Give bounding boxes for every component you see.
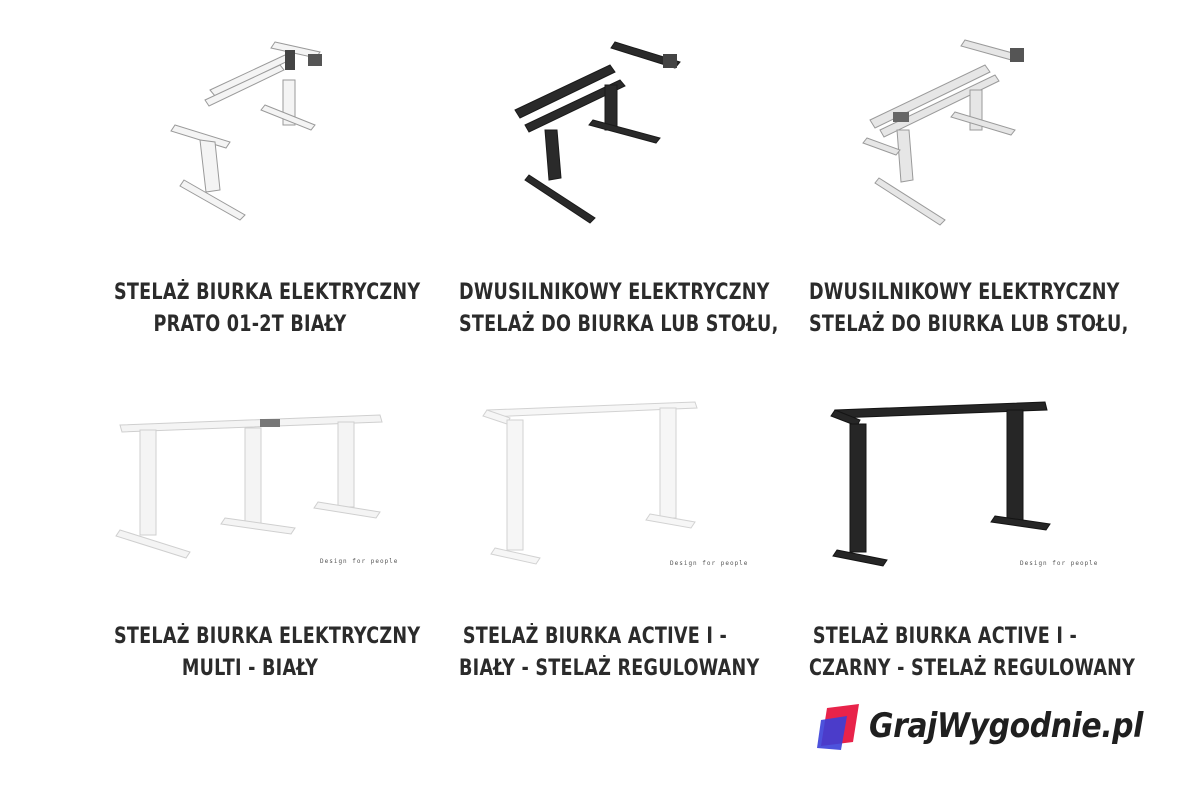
product-title-line2[interactable]: STELAŻ DO BIURKA LUB STOŁU, <box>459 312 779 337</box>
brand-logo[interactable]: GrajWygodnie.pl <box>816 702 1180 750</box>
product-title-line2[interactable]: STELAŻ DO BIURKA LUB STOŁU, <box>809 312 1129 337</box>
product-title-line1[interactable]: STELAŻ BIURKA ACTIVE I - <box>462 624 728 649</box>
product-image[interactable] <box>425 30 765 270</box>
product-title-line1[interactable]: DWUSILNIKOWY ELEKTRYCZNY <box>809 280 1120 305</box>
brand-name: GrajWygodnie.pl <box>868 706 1143 746</box>
product-image[interactable] <box>80 30 420 270</box>
product-title-line1[interactable]: DWUSILNIKOWY ELEKTRYCZNY <box>459 280 770 305</box>
product-title-line1[interactable]: STELAŻ BIURKA ELEKTRYCZNY <box>114 280 421 305</box>
product-image[interactable] <box>775 30 1115 270</box>
product-title-line2[interactable]: BIAŁY - STELAŻ REGULOWANY <box>459 656 760 681</box>
watermark-text: Design for people <box>670 560 749 567</box>
product-title-line2[interactable]: MULTI - BIAŁY <box>181 656 319 681</box>
product-image[interactable]: Design for people <box>425 390 765 630</box>
product-title-line2[interactable]: PRATO 01-2T BIAŁY <box>153 312 347 337</box>
product-title-line1[interactable]: STELAŻ BIURKA ELEKTRYCZNY <box>114 624 421 649</box>
product-image[interactable]: Design for people <box>775 390 1115 630</box>
watermark-text: Design for people <box>1020 560 1099 567</box>
product-image[interactable]: Design for people <box>80 390 420 630</box>
product-title-line2[interactable]: CZARNY - STELAŻ REGULOWANY <box>809 656 1136 681</box>
brand-logo-icon <box>816 704 859 750</box>
product-title-line1[interactable]: STELAŻ BIURKA ACTIVE I - <box>812 624 1078 649</box>
watermark-text: Design for people <box>320 558 399 565</box>
